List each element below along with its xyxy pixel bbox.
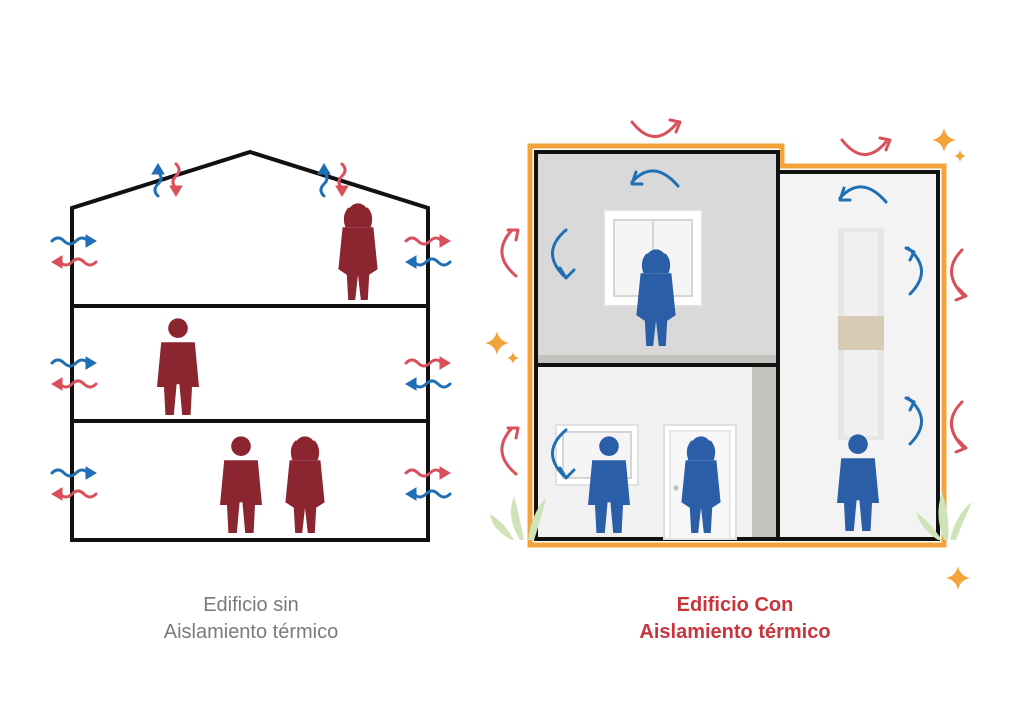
plant-icon	[916, 492, 972, 540]
circular-arrow-icon	[840, 136, 892, 156]
circular-arrow-icon	[630, 118, 682, 138]
circular-arrow-icon	[904, 396, 923, 446]
circular-arrow-icon	[950, 400, 968, 454]
sparkle-icon	[932, 128, 956, 152]
caption-line: Aislamiento térmico	[163, 621, 339, 643]
caption-line: Edificio sin	[203, 594, 299, 616]
building-insulated	[485, 118, 972, 590]
caption-uninsulated: Edificio sin Aislamiento térmico	[96, 592, 406, 646]
circular-arrow-icon	[551, 428, 576, 480]
circular-arrow-icon	[838, 185, 888, 204]
sparkle-icon	[946, 566, 970, 590]
sparkle-icon	[507, 352, 519, 364]
sparkle-icon	[954, 150, 966, 162]
wall-segment	[537, 355, 797, 365]
insulation-layer	[527, 143, 947, 548]
building-uninsulated	[50, 149, 452, 542]
circular-arrow-icon	[950, 248, 968, 302]
circular-arrow-icon	[904, 246, 923, 296]
circular-arrow-icon	[500, 228, 520, 278]
circular-arrow-icon	[630, 169, 680, 188]
tall-window	[838, 228, 884, 440]
caption-line: Edificio Con	[676, 594, 794, 616]
caption-line: Aislamiento térmico	[639, 621, 831, 643]
exterior-heat-deflection	[500, 118, 968, 476]
circular-arrow-icon	[500, 426, 520, 476]
interior-air-circulation	[551, 169, 923, 480]
caption-insulated: Edificio Con Aislamiento térmico	[580, 592, 890, 646]
circular-arrow-icon	[551, 228, 576, 280]
plant-icon	[490, 496, 546, 540]
sparkle-icon	[485, 331, 509, 355]
